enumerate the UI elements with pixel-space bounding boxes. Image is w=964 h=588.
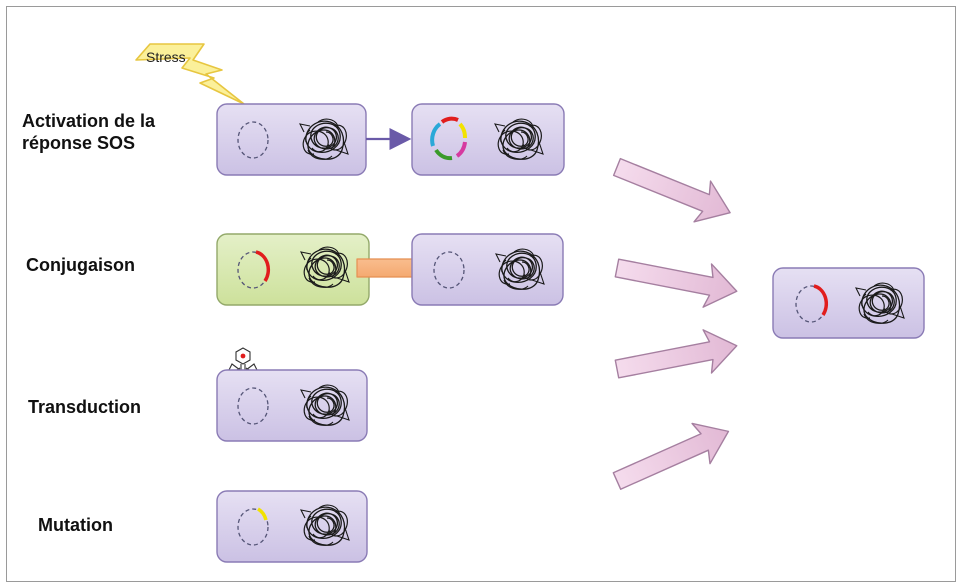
cell-recipient-conjugaison [411,233,564,306]
bacteriophage-icon [228,347,258,373]
label-mutation: Mutation [38,515,113,535]
plasmid-circle [237,508,269,546]
label-activation-line1: Activation de la [22,111,156,131]
cell-donor-conjugaison [216,233,370,306]
converge-arrow-4 [607,410,739,502]
label-activation: Activation de la réponse SOS [22,110,155,154]
plasmid-circle [433,251,465,289]
stress-lightning-icon: Stress [135,43,245,105]
cell-mutation [216,490,368,563]
cell-transduction [216,369,368,442]
converge-arrow-1 [608,145,740,234]
gene-yellow-segment [257,507,268,521]
cell-sos-after [411,103,565,176]
plasmid-circle [237,121,269,159]
cell-sos-before [216,103,367,176]
multicolor-plasmid-icon [430,116,467,161]
stress-label: Stress [146,49,186,65]
label-transduction: Transduction [28,397,142,417]
label-activation-line2: réponse SOS [22,133,136,153]
plasmid-circle [237,387,269,425]
converge-arrow-2 [612,245,742,314]
converge-arrow-3 [612,323,742,392]
gene-red-segment [255,250,271,282]
label-conjugaison: Conjugaison [26,255,135,275]
cell-result [772,267,925,339]
gene-red-segment [813,284,829,316]
